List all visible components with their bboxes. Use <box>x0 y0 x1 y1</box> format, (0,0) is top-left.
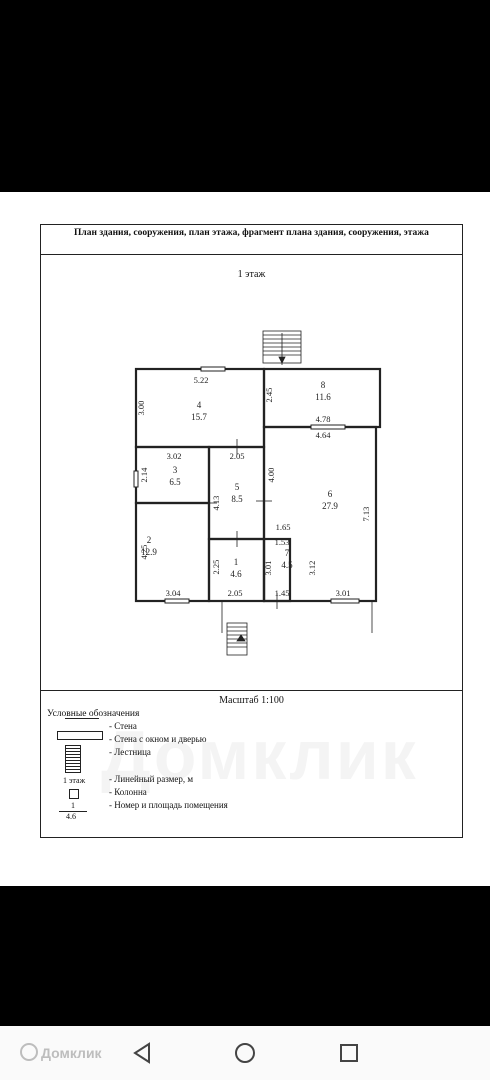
home-button[interactable] <box>232 1040 258 1066</box>
scale-label: Масштаб 1:100 <box>219 695 284 706</box>
legend-item-column: - Колонна <box>109 787 147 797</box>
room-5-number: 5 <box>235 482 240 492</box>
room-7-number: 7 <box>285 548 290 558</box>
legend-item-dimension: - Линейный размер, м <box>109 774 194 784</box>
dim-3-00: 3.00 <box>136 401 146 416</box>
stairs-symbol-icon <box>65 745 81 773</box>
dim-3-02: 3.02 <box>167 451 182 461</box>
room-3-area: 6.5 <box>169 477 181 487</box>
dim-5-22: 5.22 <box>194 375 209 385</box>
dim-1-45: 1.45 <box>275 588 290 598</box>
dim-2-05-top: 2.05 <box>230 451 245 461</box>
dim-2-05-bottom: 2.05 <box>228 588 243 598</box>
dim-3-01-left: 3.01 <box>263 561 273 576</box>
bottom-black-area <box>0 886 490 1026</box>
legend-item-room: - Номер и площадь помещения <box>109 800 228 810</box>
window-door-symbol <box>57 731 103 740</box>
dim-3-04: 3.04 <box>166 588 182 598</box>
dim-1-65: 1.65 <box>276 522 291 532</box>
column-symbol <box>69 789 79 799</box>
floor-plan-drawing: 4 15.7 8 11.6 3 6.5 5 8.5 6 27.9 2 12.9 … <box>133 330 382 656</box>
windows <box>133 366 360 604</box>
room-1-number: 1 <box>234 557 239 567</box>
legend-room-sample-line <box>59 811 87 812</box>
room-8-number: 8 <box>321 380 326 390</box>
back-icon <box>133 1042 150 1064</box>
brand-watermark: Домклик <box>20 1043 102 1061</box>
room-1-area: 4.6 <box>230 569 242 579</box>
legend-item-wall: - Стена <box>109 721 137 731</box>
recents-icon <box>340 1044 358 1062</box>
room-3-number: 3 <box>173 465 178 475</box>
top-black-bar <box>0 0 490 192</box>
dim-3-01-bottom: 3.01 <box>336 588 351 598</box>
dim-4-13: 4.13 <box>211 496 221 511</box>
back-button[interactable] <box>130 1040 156 1066</box>
legend-room-sample-number: 1 <box>71 801 75 810</box>
plan-frame: План здания, сооружения, план этажа, фра… <box>40 224 463 838</box>
dim-4-78: 4.78 <box>316 414 331 424</box>
floor-plan-sheet: План здания, сооружения, план этажа, фра… <box>0 192 490 886</box>
wall-symbol <box>65 718 99 725</box>
room-4-number: 4 <box>197 400 202 410</box>
dim-7-13: 7.13 <box>361 507 371 522</box>
home-icon <box>235 1043 255 1063</box>
legend-floor-sample: 1 этаж <box>63 776 86 785</box>
room-2-area: 12.9 <box>141 547 157 557</box>
room-7-area: 4.5 <box>281 560 293 570</box>
brand-logo-icon <box>20 1043 38 1061</box>
dim-2-45: 2.45 <box>264 388 274 403</box>
legend-item-stairs: - Лестница <box>109 747 151 757</box>
dim-2-14: 2.14 <box>139 467 149 483</box>
top-stairs <box>262 330 302 365</box>
recents-button[interactable] <box>336 1040 362 1066</box>
room-5-area: 8.5 <box>231 494 243 504</box>
dim-4-64: 4.64 <box>316 430 332 440</box>
legend-item-window-door: - Стена с окном и дверью <box>109 734 207 744</box>
legend-room-sample-area: 4.6 <box>66 812 76 821</box>
plan-title: План здания, сооружения, план этажа, фра… <box>74 228 429 238</box>
watermark-text: Домклик <box>101 715 418 795</box>
room-2-number: 2 <box>147 535 152 545</box>
dim-2-25: 2.25 <box>211 560 221 575</box>
room-4-area: 15.7 <box>191 412 207 422</box>
plan-header: План здания, сооружения, план этажа, фра… <box>41 225 462 255</box>
dim-4-00: 4.00 <box>266 468 276 483</box>
dim-1-53: 1.53 <box>275 537 290 547</box>
bottom-stairs <box>221 601 373 656</box>
room-6-area: 27.9 <box>322 501 338 511</box>
dim-4-25: 4.25 <box>139 545 149 560</box>
room-8-area: 11.6 <box>315 392 331 402</box>
columns <box>201 439 285 609</box>
system-nav-bar: Домклик <box>0 1026 490 1080</box>
brand-text: Домклик <box>41 1045 102 1061</box>
room-6-number: 6 <box>328 489 333 499</box>
dim-3-12: 3.12 <box>307 561 317 576</box>
floor-label: 1 этаж <box>237 269 266 280</box>
legend-divider <box>41 690 462 691</box>
legend-title: Условные обозначения <box>47 709 140 719</box>
